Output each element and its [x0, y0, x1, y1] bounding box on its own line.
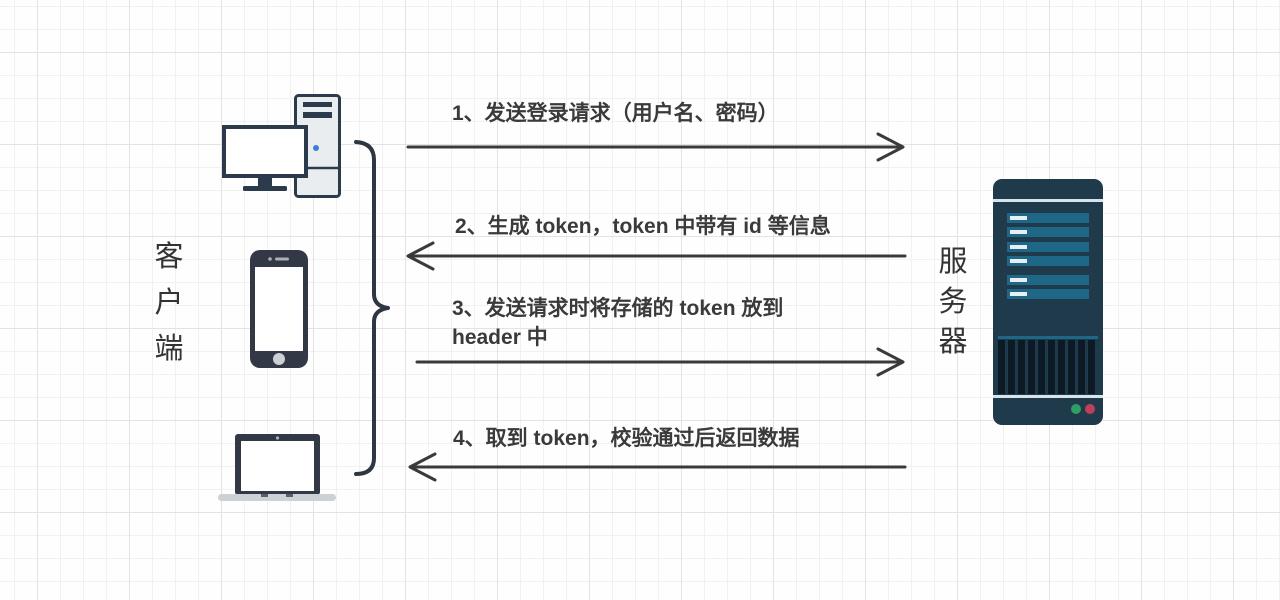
front-camera-dot	[268, 257, 272, 261]
laptop-base	[218, 494, 336, 501]
laptop-icon	[218, 434, 336, 501]
arrow-step4-left	[408, 452, 907, 482]
step-2-label: 2、生成 token，token 中带有 id 等信息	[455, 215, 831, 238]
server-drive-bays	[1007, 213, 1089, 299]
monitor	[222, 125, 308, 191]
led-red-icon	[1085, 404, 1095, 414]
client-label: 客户端	[154, 241, 184, 365]
arrow-step2-left	[406, 241, 907, 271]
step-4-label: 4、取到 token，校验通过后返回数据	[453, 427, 800, 450]
led-green-icon	[1071, 404, 1081, 414]
step-3-label: 3、发送请求时将存储的 token 放到 header 中	[452, 297, 784, 349]
server-tower-icon	[993, 179, 1103, 425]
curly-brace	[354, 140, 390, 476]
home-button	[273, 353, 285, 365]
server-label: 服务器	[938, 246, 968, 358]
arrow-step3-right	[415, 347, 905, 377]
webcam-dot	[275, 436, 280, 440]
speaker-slot	[275, 257, 289, 261]
smartphone-icon	[250, 250, 308, 368]
server-vent	[998, 336, 1098, 394]
step-1-label: 1、发送登录请求（用户名、密码）	[452, 102, 779, 125]
desktop-computer-icon	[222, 94, 341, 198]
power-button-dot	[313, 145, 319, 151]
arrow-step1-right	[406, 132, 905, 162]
